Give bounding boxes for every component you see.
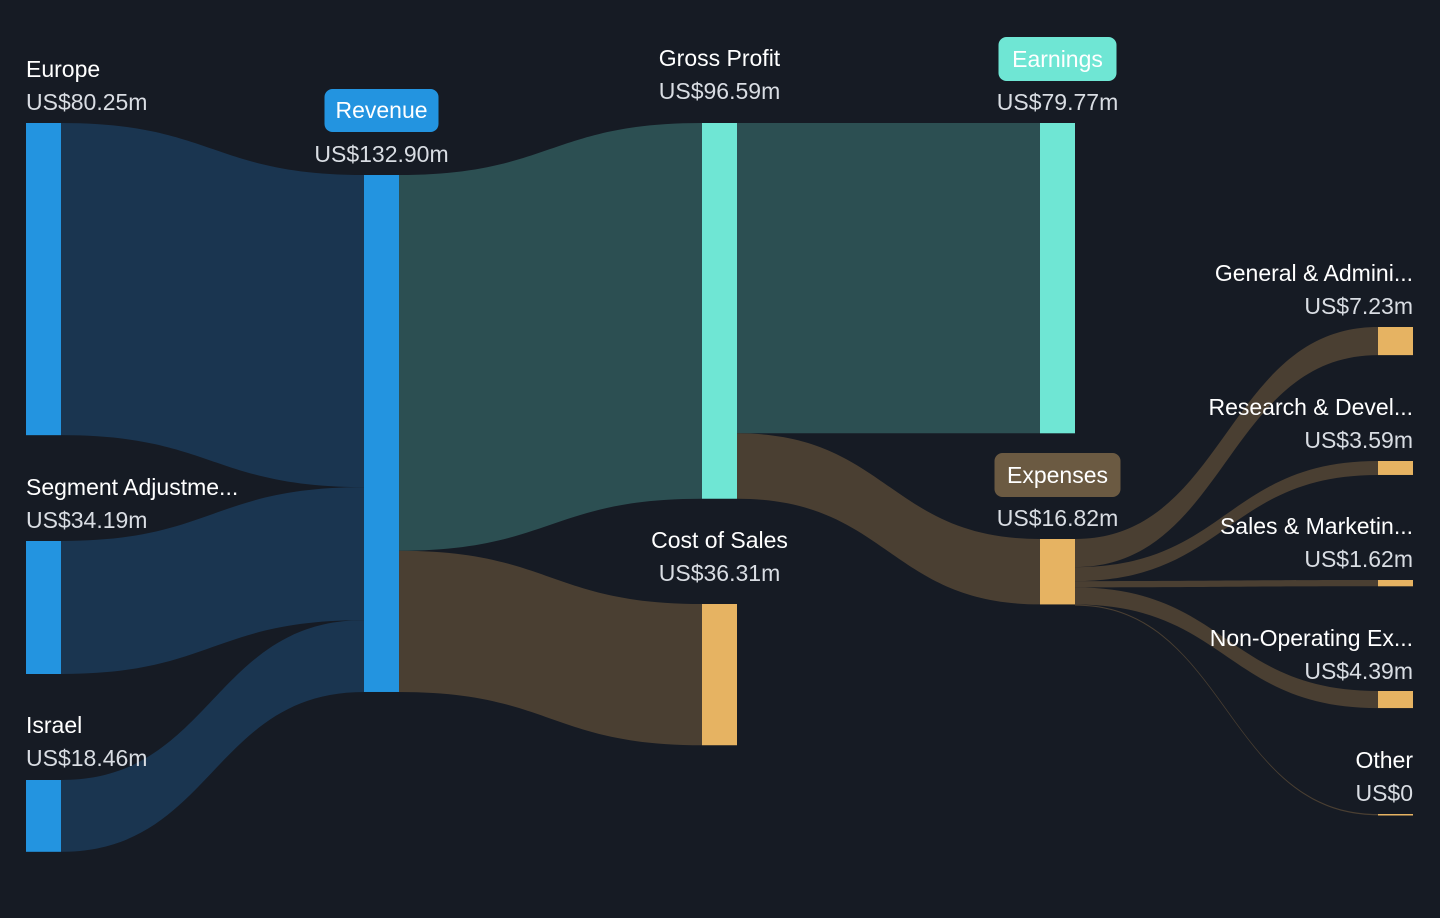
label-earnings: Earnings xyxy=(1012,46,1103,72)
value-revenue: US$132.90m xyxy=(314,141,448,167)
value-gross_profit: US$96.59m xyxy=(659,78,780,104)
node-segment[interactable] xyxy=(26,541,61,674)
link-expenses-to-nonop xyxy=(1075,587,1378,709)
value-earnings: US$79.77m xyxy=(997,89,1118,115)
node-gross_profit[interactable] xyxy=(702,123,737,499)
label-gross_profit: Gross Profit xyxy=(659,45,781,71)
node-israel[interactable] xyxy=(26,780,61,852)
link-segment-to-revenue xyxy=(61,487,364,674)
value-expenses: US$16.82m xyxy=(997,505,1118,531)
value-rd: US$3.59m xyxy=(1304,427,1413,453)
link-revenue-to-cost_of_sales xyxy=(399,550,702,746)
expenses-badge xyxy=(994,453,1121,497)
label-other: Other xyxy=(1355,747,1413,773)
value-israel: US$18.46m xyxy=(26,745,147,771)
link-expenses-to-sm xyxy=(1075,580,1378,588)
label-expenses: Expenses xyxy=(1007,462,1108,488)
link-expenses-to-rd xyxy=(1075,461,1378,582)
links-layer xyxy=(61,123,1378,852)
node-europe[interactable] xyxy=(26,123,61,436)
label-nonop: Non-Operating Ex... xyxy=(1210,625,1413,651)
link-expenses-to-other xyxy=(1075,604,1378,816)
label-europe: Europe xyxy=(26,56,100,82)
label-israel: Israel xyxy=(26,712,82,738)
value-nonop: US$4.39m xyxy=(1304,658,1413,684)
node-earnings[interactable] xyxy=(1040,123,1075,434)
value-ga: US$7.23m xyxy=(1304,293,1413,319)
node-nonop[interactable] xyxy=(1378,691,1413,709)
label-revenue: Revenue xyxy=(335,97,427,123)
node-cost_of_sales[interactable] xyxy=(702,604,737,746)
revenue-badge xyxy=(324,89,439,132)
earnings-badge xyxy=(998,37,1117,81)
label-rd: Research & Devel... xyxy=(1208,394,1413,420)
node-other[interactable] xyxy=(1378,814,1413,816)
link-gross_profit-to-expenses xyxy=(737,433,1040,605)
label-cost_of_sales: Cost of Sales xyxy=(651,527,788,553)
value-sm: US$1.62m xyxy=(1304,546,1413,572)
value-cost_of_sales: US$36.31m xyxy=(659,560,780,586)
label-ga: General & Admini... xyxy=(1215,260,1413,286)
link-europe-to-revenue xyxy=(61,123,364,488)
link-revenue-to-gross_profit xyxy=(399,123,702,551)
link-gross_profit-to-earnings xyxy=(737,123,1040,434)
label-sm: Sales & Marketin... xyxy=(1220,513,1413,539)
nodes-layer xyxy=(26,123,1413,852)
node-rd[interactable] xyxy=(1378,461,1413,475)
value-europe: US$80.25m xyxy=(26,89,147,115)
node-revenue[interactable] xyxy=(364,175,399,692)
value-other: US$0 xyxy=(1355,780,1413,806)
link-israel-to-revenue xyxy=(61,620,364,852)
node-expenses[interactable] xyxy=(1040,539,1075,605)
node-sm[interactable] xyxy=(1378,580,1413,587)
value-segment: US$34.19m xyxy=(26,507,147,533)
label-segment: Segment Adjustme... xyxy=(26,474,238,500)
node-ga[interactable] xyxy=(1378,327,1413,356)
link-expenses-to-ga xyxy=(1075,327,1378,568)
